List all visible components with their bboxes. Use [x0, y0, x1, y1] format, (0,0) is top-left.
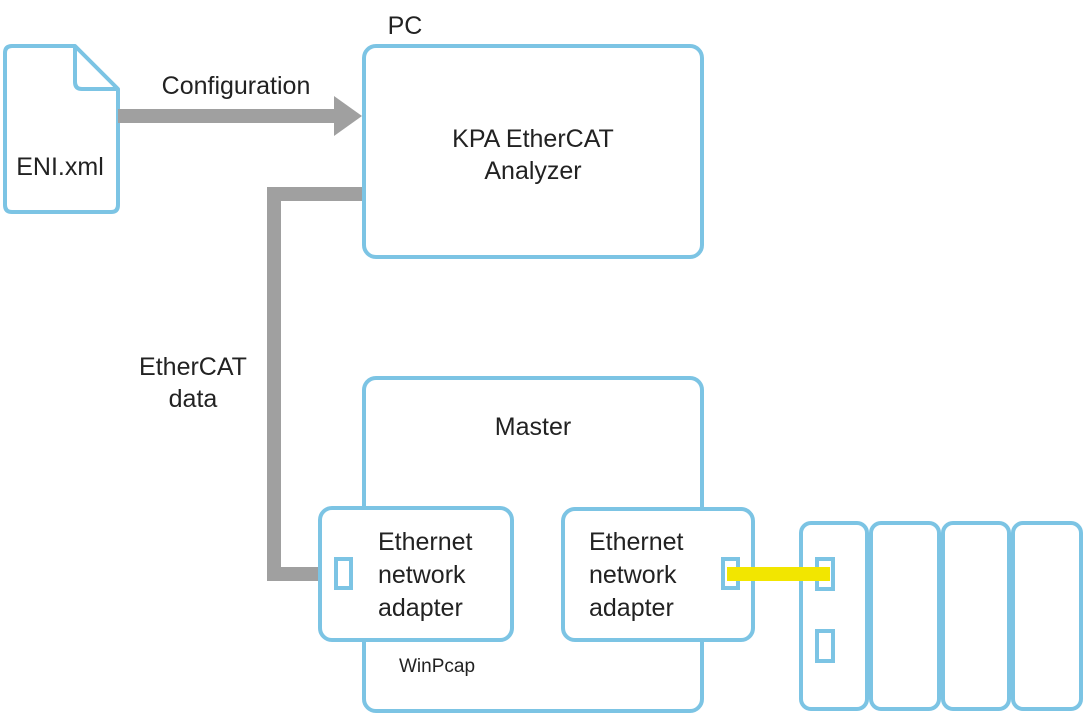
adapter-right-line1: Ethernet	[589, 528, 684, 556]
configuration-arrow-shaft	[118, 109, 338, 123]
analyzer-box	[362, 44, 704, 259]
winpcap-label: WinPcap	[399, 656, 475, 677]
adapter-left-line3: adapter	[378, 594, 463, 622]
adapter-left-line2: network	[378, 561, 466, 589]
slave-module-3	[941, 521, 1011, 711]
configuration-arrow	[118, 96, 362, 136]
configuration-arrow-head	[334, 96, 362, 136]
adapter-right-line2: network	[589, 561, 677, 589]
ethercat-data-line	[267, 187, 364, 581]
eni-file-label: ENI.xml	[16, 153, 104, 181]
master-title: Master	[495, 413, 571, 441]
slave-module-1	[799, 521, 869, 711]
eni-file: ENI.xml	[3, 44, 120, 214]
network-adapter-left: Ethernet network adapter	[318, 506, 514, 642]
analyzer-label-line1: KPA EtherCAT	[452, 125, 614, 153]
slave-module-2	[869, 521, 941, 711]
network-adapter-left-box	[318, 506, 514, 642]
analyzer-label-line2: Analyzer	[484, 157, 581, 185]
pc-title: PC	[388, 12, 423, 40]
slave-rack	[799, 521, 1083, 711]
configuration-label: Configuration	[162, 72, 311, 100]
network-adapter-right: Ethernet network adapter	[561, 507, 755, 642]
adapter-right-line3: adapter	[589, 594, 674, 622]
ethercat-data-label-line2: data	[169, 385, 218, 413]
slave-module-4	[1011, 521, 1083, 711]
ethercat-cable-link	[727, 567, 830, 581]
document-fold	[73, 46, 118, 91]
document-icon	[3, 44, 120, 214]
slave-port-out	[815, 629, 835, 663]
adapter-left-line1: Ethernet	[378, 528, 473, 556]
ethercat-data-label-line1: EtherCAT	[139, 353, 247, 381]
network-port-left	[334, 557, 353, 590]
